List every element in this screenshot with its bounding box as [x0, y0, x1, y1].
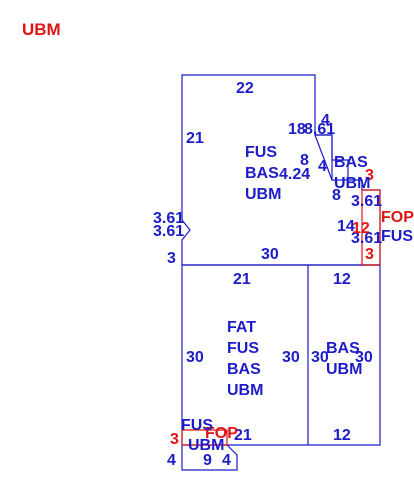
dim-right-361b: 3.61 — [351, 230, 382, 247]
dim-step-9: 9 — [203, 452, 212, 469]
dim-right-14: 14 — [337, 218, 355, 235]
lower-right-area-line-2: UBM — [326, 361, 362, 378]
sketch-title: UBM — [22, 20, 61, 39]
dim-left-361b: 3.61 — [153, 223, 184, 240]
dim-step-4b: 4 — [222, 452, 231, 469]
upper-area-line-2: BAS — [245, 165, 279, 182]
red-fop-right: FOP — [381, 209, 414, 226]
dim-step-4a: 4 — [167, 452, 176, 469]
dim-low-mid-30b: 30 — [311, 349, 329, 366]
dim-bay-4: 4 — [321, 112, 330, 129]
dim-bottom-12: 12 — [333, 427, 351, 444]
lower-left-area-line-2: FUS — [227, 340, 259, 357]
dim-low-mid-30a: 30 — [282, 349, 300, 366]
dim-bay-424: 4.24 — [279, 166, 310, 183]
upper-area-line-1: FUS — [245, 144, 277, 161]
lower-left-area-line-1: FAT — [227, 319, 256, 336]
lower-right-area-line-1: BAS — [326, 340, 360, 357]
dim-mid-30: 30 — [261, 246, 279, 263]
dim-bay-4b: 4 — [318, 158, 327, 175]
bottom-tab-area-line-2: UBM — [188, 437, 224, 454]
step-outline — [181, 444, 238, 471]
dim-bay-18: 18 — [288, 121, 306, 138]
bottom-tab-outline — [181, 429, 228, 446]
dim-left: 21 — [186, 130, 204, 147]
upper-area-line-3: UBM — [245, 186, 281, 203]
bottom-tab-area-line-1: FUS — [181, 417, 213, 434]
bay-area-line-2: UBM — [334, 175, 370, 192]
outline-lower — [181, 264, 381, 446]
dim-top: 22 — [236, 80, 254, 97]
lower-left-area-line-3: BAS — [227, 361, 261, 378]
bay-area-line-1: BAS — [334, 154, 368, 171]
red-3c: 3 — [170, 431, 179, 448]
red-fop-bottom: FOP — [205, 425, 238, 442]
bay-outline — [315, 134, 349, 180]
red-3b: 3 — [365, 246, 374, 263]
dim-left-3: 3 — [167, 250, 176, 267]
right-tab-outline — [361, 189, 381, 266]
dim-bottom-21: 21 — [234, 427, 252, 444]
dim-low-right-30: 30 — [355, 349, 373, 366]
bay-diagonal — [314, 134, 333, 181]
red-3a: 3 — [365, 167, 374, 184]
dim-left-361a: 3.61 — [153, 210, 184, 227]
dim-bay-8b: 8 — [332, 187, 341, 204]
dim-low-12: 12 — [333, 271, 351, 288]
dim-low-21: 21 — [233, 271, 251, 288]
lower-left-area-line-4: UBM — [227, 382, 263, 399]
red-12a: 12 — [352, 220, 370, 237]
dim-low-left-30: 30 — [186, 349, 204, 366]
right-tab-area-line-1: FUS — [381, 228, 413, 245]
dim-bay-8a: 8 — [300, 152, 309, 169]
dim-bay-861: 8.61 — [304, 121, 335, 138]
dim-right-361a: 3.61 — [351, 193, 382, 210]
